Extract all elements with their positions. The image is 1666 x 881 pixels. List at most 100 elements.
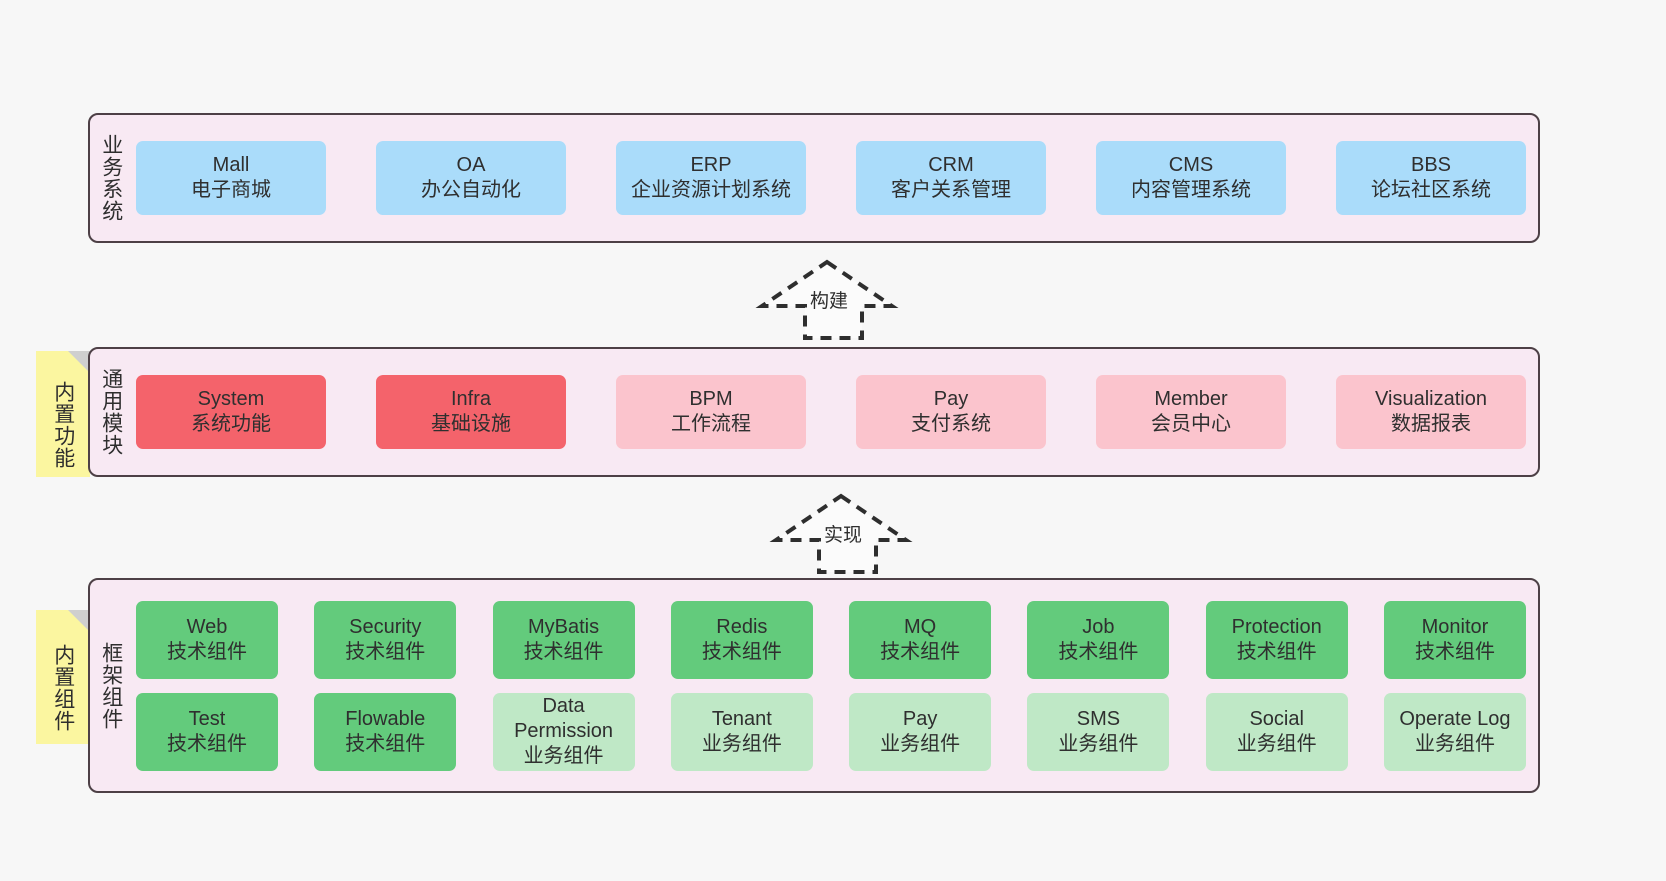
note-fold-icon — [68, 610, 90, 632]
card-infra[interactable]: Infra 基础设施 — [376, 375, 566, 449]
card-subtitle: 技术组件 — [345, 640, 426, 663]
card-title: CRM — [928, 154, 974, 176]
card-title: Test — [188, 707, 226, 730]
layer-body-framework-component: Web 技术组件 Security 技术组件 MyBatis 技术组件 Redi… — [132, 580, 1538, 791]
card-subtitle: 论坛社区系统 — [1371, 179, 1491, 201]
card-subtitle: 技术组件 — [345, 732, 426, 755]
card-subtitle: 技术组件 — [880, 640, 961, 663]
connector-build-label: 构建 — [810, 291, 849, 312]
card-redis[interactable]: Redis 技术组件 — [670, 600, 813, 679]
card-subtitle: 业务组件 — [880, 732, 961, 755]
card-title: Pay — [933, 388, 969, 410]
note-label: 内置功能 — [51, 381, 75, 469]
card-system[interactable]: System 系统功能 — [136, 375, 326, 449]
card-monitor[interactable]: Monitor 技术组件 — [1383, 600, 1526, 679]
layer-common-module: 通用模块 System 系统功能 Infra 基础设施 BPM 工作流程 Pay… — [88, 347, 1540, 477]
layer-title-business-system: 业务系统 — [99, 134, 123, 222]
card-subtitle: 业务组件 — [1236, 732, 1317, 755]
card-title: System — [197, 388, 265, 410]
card-row: Mall 电子商城 OA 办公自动化 ERP 企业资源计划系统 CRM 客户关系… — [136, 141, 1526, 215]
card-tenant[interactable]: Tenant 业务组件 — [670, 692, 813, 771]
card-title: ERP — [690, 154, 732, 176]
card-title: Mall — [212, 154, 250, 176]
card-subtitle: 支付系统 — [911, 413, 991, 435]
card-subtitle: 电子商城 — [191, 179, 271, 201]
card-subtitle: 内容管理系统 — [1131, 179, 1251, 201]
connector-build: 构建 — [752, 258, 902, 342]
card-flowable[interactable]: Flowable 技术组件 — [314, 692, 457, 771]
card-title: Monitor — [1421, 615, 1489, 638]
card-title: Pay — [902, 707, 938, 730]
card-bpm[interactable]: BPM 工作流程 — [616, 375, 806, 449]
card-operate-log[interactable]: Operate Log 业务组件 — [1383, 692, 1526, 771]
card-visualization[interactable]: Visualization 数据报表 — [1336, 375, 1526, 449]
implement-arrow-icon — [769, 493, 913, 574]
card-title: Redis — [716, 615, 768, 638]
card-mall[interactable]: Mall 电子商城 — [136, 141, 326, 215]
card-title: Data Permission — [514, 695, 614, 742]
card-subtitle: 业务组件 — [701, 732, 782, 755]
layer-framework-component: 框架组件 Web 技术组件 Security 技术组件 MyBatis 技术组件… — [88, 578, 1540, 793]
card-title: Security — [349, 615, 422, 638]
card-subtitle: 企业资源计划系统 — [631, 179, 791, 201]
card-title: Protection — [1231, 615, 1322, 638]
card-subtitle: 工作流程 — [671, 413, 751, 435]
card-test[interactable]: Test 技术组件 — [136, 692, 278, 771]
card-title: Infra — [450, 388, 492, 410]
card-crm[interactable]: CRM 客户关系管理 — [856, 141, 1046, 215]
card-title: Member — [1154, 388, 1228, 410]
card-web[interactable]: Web 技术组件 — [136, 600, 278, 679]
note-builtin-component: 内置组件 — [36, 610, 90, 744]
layer-body-business-system: Mall 电子商城 OA 办公自动化 ERP 企业资源计划系统 CRM 客户关系… — [132, 115, 1538, 241]
card-subtitle: 技术组件 — [1058, 640, 1139, 663]
card-subtitle: 技术组件 — [167, 732, 247, 755]
card-title: Operate Log — [1399, 707, 1511, 730]
card-subtitle: 办公自动化 — [421, 179, 521, 201]
card-title: Visualization — [1375, 388, 1487, 410]
card-title: MQ — [904, 615, 937, 638]
card-sms[interactable]: SMS 业务组件 — [1027, 692, 1170, 771]
card-title: Social — [1249, 707, 1304, 730]
layer-body-common-module: System 系统功能 Infra 基础设施 BPM 工作流程 Pay 支付系统… — [132, 349, 1538, 475]
card-security[interactable]: Security 技术组件 — [314, 600, 457, 679]
card-erp[interactable]: ERP 企业资源计划系统 — [616, 141, 806, 215]
card-title: OA — [456, 154, 486, 176]
card-mybatis[interactable]: MyBatis 技术组件 — [492, 600, 635, 679]
card-pay-component[interactable]: Pay 业务组件 — [849, 692, 992, 771]
card-mq[interactable]: MQ 技术组件 — [849, 600, 992, 679]
card-subtitle: 业务组件 — [1414, 732, 1495, 755]
card-subtitle: 会员中心 — [1151, 413, 1231, 435]
card-social[interactable]: Social 业务组件 — [1205, 692, 1348, 771]
connector-implement-label: 实现 — [824, 525, 863, 546]
card-subtitle: 基础设施 — [431, 413, 511, 435]
card-subtitle: 技术组件 — [701, 640, 782, 663]
layer-title-framework-component: 框架组件 — [99, 641, 123, 730]
card-subtitle: 业务组件 — [523, 745, 604, 767]
card-title: BPM — [689, 388, 733, 410]
card-row: System 系统功能 Infra 基础设施 BPM 工作流程 Pay 支付系统… — [136, 375, 1526, 449]
card-cms[interactable]: CMS 内容管理系统 — [1096, 141, 1286, 215]
card-pay[interactable]: Pay 支付系统 — [856, 375, 1046, 449]
card-subtitle: 技术组件 — [1414, 640, 1495, 663]
card-job[interactable]: Job 技术组件 — [1027, 600, 1170, 679]
card-title: Web — [186, 615, 228, 638]
card-subtitle: 客户关系管理 — [891, 179, 1011, 201]
note-fold-icon — [68, 351, 90, 373]
card-title: MyBatis — [528, 615, 600, 638]
note-builtin-function: 内置功能 — [36, 351, 90, 477]
card-title: CMS — [1168, 154, 1214, 176]
layer-title-common-module: 通用模块 — [99, 368, 123, 456]
card-row: Web 技术组件 Security 技术组件 MyBatis 技术组件 Redi… — [136, 600, 1526, 679]
layer-business-system: 业务系统 Mall 电子商城 OA 办公自动化 ERP 企业资源计划系统 CRM… — [88, 113, 1540, 243]
card-bbs[interactable]: BBS 论坛社区系统 — [1336, 141, 1526, 215]
card-member[interactable]: Member 会员中心 — [1096, 375, 1286, 449]
card-subtitle: 技术组件 — [167, 640, 247, 663]
card-subtitle: 技术组件 — [1236, 640, 1317, 663]
card-row: Test 技术组件 Flowable 技术组件 Data Permission … — [136, 692, 1526, 771]
card-title: SMS — [1076, 707, 1121, 730]
card-subtitle: 系统功能 — [191, 413, 271, 435]
card-protection[interactable]: Protection 技术组件 — [1205, 600, 1348, 679]
card-data-permission[interactable]: Data Permission 业务组件 — [492, 692, 635, 771]
card-oa[interactable]: OA 办公自动化 — [376, 141, 566, 215]
